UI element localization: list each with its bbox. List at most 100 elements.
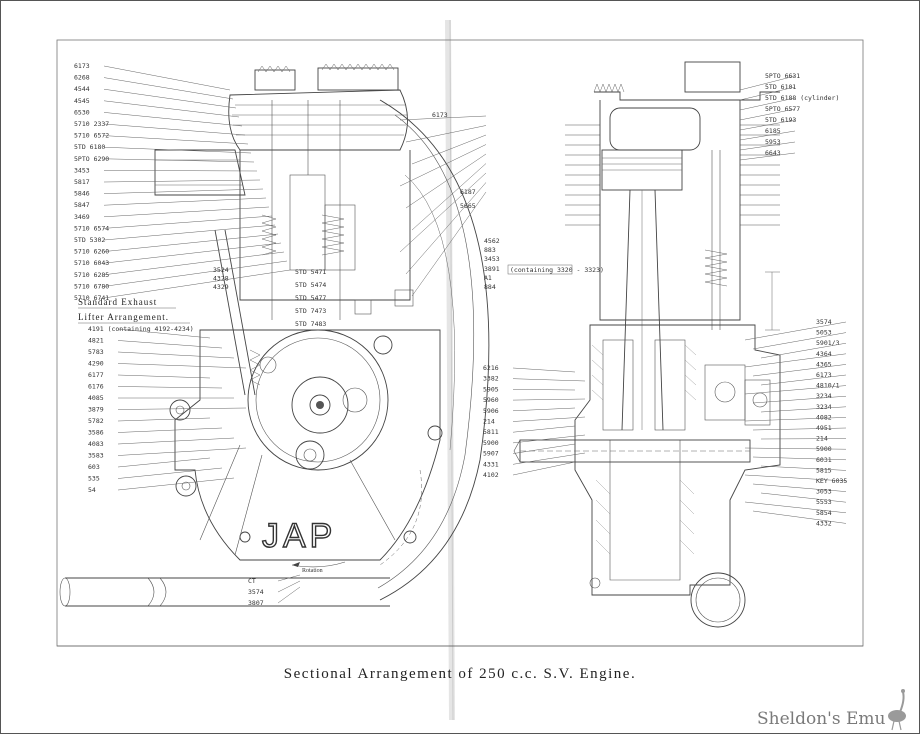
part-number-label: 5710 6043: [74, 259, 109, 267]
part-number-label: 5710 6572: [74, 132, 109, 140]
part-number-label: A1: [484, 274, 492, 282]
leader-line: [117, 386, 223, 389]
leader-line: [744, 417, 847, 422]
left-exhaust-port: [154, 149, 246, 196]
part-number-label: 5PTO 6290: [74, 155, 109, 163]
leader-line: [739, 152, 796, 161]
leader-line: [117, 477, 235, 491]
part-number-label: 3586: [88, 429, 104, 437]
part-number-label: 6216: [483, 364, 499, 372]
part-number-label: 5TD 7473: [295, 307, 326, 315]
leader-line: [117, 340, 223, 349]
leader-line: [411, 134, 487, 165]
part-number-label: 5782: [88, 417, 104, 425]
part-number-label: 5TD 6101: [765, 83, 796, 91]
left-outer-arc: [379, 99, 490, 601]
part-number-label: 5TD 7483: [295, 320, 326, 328]
part-number-label: 4951: [816, 424, 832, 432]
part-number-label: 5TD 6180: [74, 143, 105, 151]
leader-line: [103, 233, 279, 252]
part-number-label: 4364: [816, 350, 832, 358]
part-number-label: 5710 6285: [74, 271, 109, 279]
part-number-label: 4083: [88, 440, 104, 448]
leader-line: [399, 172, 487, 253]
part-number-label: 4191 (containing 4192-4234): [88, 325, 194, 333]
leader-line: [744, 321, 847, 341]
leader-line: [103, 77, 234, 100]
part-number-label: 5905: [483, 385, 499, 393]
leader-line: [103, 206, 270, 218]
part-number-label: 5847: [74, 201, 90, 209]
left-timing-cover: [247, 329, 389, 471]
leader-line: [277, 586, 301, 604]
part-number-label: 5900: [816, 445, 832, 453]
leader-line: [405, 182, 487, 275]
right-cylinder-fins: [565, 83, 780, 226]
part-number-label: 6643: [765, 149, 781, 157]
part-number-label: 4544: [74, 85, 90, 93]
part-number-label: 3574: [248, 588, 264, 596]
right-labels-mid: 357450535901/34364436561734810/132343234…: [744, 318, 847, 527]
part-number-label: 3574: [816, 318, 832, 326]
part-number-label: 5846: [74, 190, 90, 198]
part-number-label: 6530: [74, 108, 90, 116]
leader-line: [117, 457, 211, 468]
left-valve-springs: [261, 100, 356, 320]
leader-line: [117, 437, 235, 445]
leader-line: [752, 510, 847, 524]
leader-line: [739, 119, 796, 131]
part-number-label: 6173: [816, 371, 832, 379]
leader-line: [103, 260, 288, 287]
sheldons-emu-watermark: Sheldon's Emu: [757, 689, 906, 731]
part-number-label: 4545: [74, 97, 90, 105]
part-number-label: 4365: [816, 360, 832, 368]
leader-line: [103, 251, 285, 276]
leader-line: [117, 417, 211, 422]
part-number-label: 4102: [483, 471, 499, 479]
right-section-view: [513, 61, 781, 628]
part-number-label: 4329: [213, 283, 229, 291]
part-number-label: 4290: [88, 360, 104, 368]
part-number-label: 5665: [460, 202, 476, 210]
part-number-label: 4085: [88, 394, 104, 402]
leader-line: [512, 416, 586, 422]
left-head-fins: [228, 63, 408, 151]
leader-line: [103, 179, 261, 183]
leader-line: [744, 474, 847, 482]
leader-line: [117, 374, 211, 379]
drawing-caption: Sectional Arrangement of 250 c.c. S.V. E…: [284, 666, 636, 682]
part-number-label: 3524: [213, 266, 229, 274]
leader-line: [512, 425, 576, 433]
part-number-label: 4332: [816, 519, 832, 527]
part-number-label: 535: [88, 475, 100, 483]
svg-text:Sheldon's Emu: Sheldon's Emu: [757, 709, 885, 729]
leader-line: [752, 332, 847, 350]
part-number-label: 6185: [765, 127, 781, 135]
part-number-label: 4821: [88, 337, 104, 345]
leader-line: [512, 443, 576, 454]
part-number-label: 6173: [74, 62, 90, 70]
part-number-label: 5710 6741: [74, 294, 109, 302]
part-number-label: 5553: [816, 498, 832, 506]
left-frame-tube: [65, 577, 390, 607]
part-number-label: 3234: [816, 392, 832, 400]
leader-line: [512, 398, 586, 401]
leader-line: [117, 427, 223, 433]
leader-line: [103, 88, 237, 109]
part-number-label: 5TD 6188 (cylinder): [765, 94, 839, 102]
leader-line: [760, 492, 847, 503]
exhaust-lifter-heading-2: Lifter Arrangement.: [78, 312, 169, 322]
leader-line: [411, 191, 487, 297]
part-number-label: 5PTO 6577: [765, 105, 800, 113]
part-number-label: 6176: [88, 383, 104, 391]
part-number-label: 5710 6780: [74, 282, 109, 290]
part-number-label: CT: [248, 577, 256, 585]
part-number-label: 5907: [483, 450, 499, 458]
right-labels-left: 6216338259055960590621458115900590743314…: [483, 364, 586, 479]
leader-line: [512, 389, 576, 391]
part-number-label: 4562: [484, 237, 500, 245]
leader-line: [512, 452, 586, 465]
